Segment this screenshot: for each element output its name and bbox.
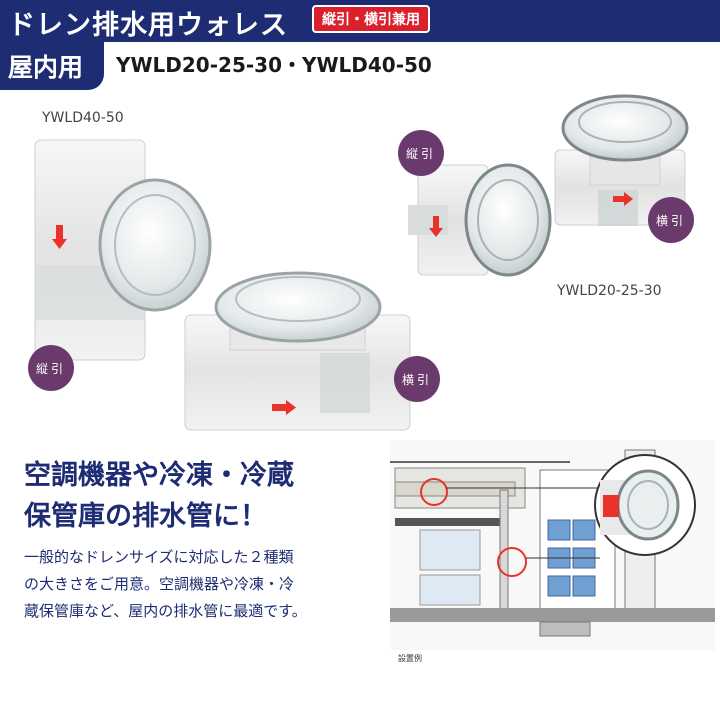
badge-small-horizontal: 横引	[648, 197, 694, 243]
small-product-label: YWLD20-25-30	[557, 283, 662, 299]
page-title: ドレン排水用ウォレス	[8, 10, 288, 41]
headline: 空調機器や冷凍・冷蔵 保管庫の排水管に！	[24, 455, 294, 537]
headline-line-2: 保管庫の排水管に！	[24, 501, 267, 532]
body-line-3: 蔵保管庫など、屋内の排水管に最適です。	[24, 602, 307, 620]
usage-badge: 縦引・横引兼用	[312, 5, 430, 33]
large-product-label: YWLD40-50	[42, 110, 124, 126]
large-product-illustration	[34, 139, 411, 431]
badge-small-vertical: 縦引	[398, 130, 444, 176]
badge-large-horizontal: 横引	[394, 356, 440, 402]
body-text: 一般的なドレンサイズに対応した２種類 の大きさをご用意。空調機器や冷凍・冷 蔵保…	[24, 544, 307, 625]
indoor-tab: 屋内用	[0, 42, 104, 90]
body-line-1: 一般的なドレンサイズに対応した２種類	[24, 548, 294, 566]
headline-line-1: 空調機器や冷凍・冷蔵	[24, 460, 294, 491]
badge-large-vertical: 縦引	[28, 345, 74, 391]
indoor-tab-label: 屋内用	[8, 53, 84, 82]
small-product-illustration	[408, 94, 689, 277]
diagram-caption: 設置例	[398, 654, 422, 663]
body-line-2: の大きさをご用意。空調機器や冷凍・冷	[24, 575, 295, 593]
models-line: YWLD20-25-30・YWLD40-50	[116, 53, 432, 77]
installation-diagram	[390, 440, 715, 650]
